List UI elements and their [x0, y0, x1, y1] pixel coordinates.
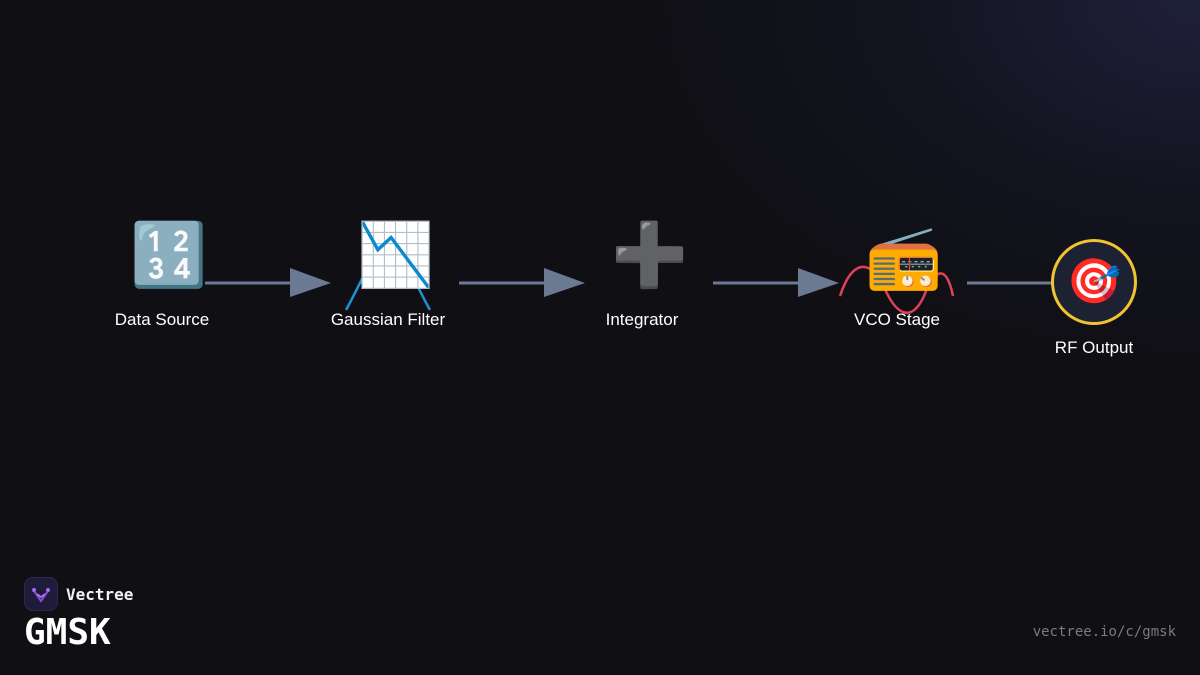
node-label: Integrator [605, 310, 679, 329]
target-icon: 🎯 [1066, 256, 1122, 307]
vco-sine-wave [838, 265, 955, 314]
output-badge: 🎯 [1051, 239, 1137, 325]
arrow-integrator-to-vco [713, 268, 839, 297]
arrow-datasource-to-gaussian [205, 268, 331, 297]
plus-icon: ➕ [611, 218, 689, 291]
brand-name: Vectree [66, 585, 134, 604]
node-label: Data Source [114, 310, 210, 329]
node-label: Gaussian Filter [330, 310, 446, 329]
gaussian-curve [344, 248, 432, 311]
vectree-logo-icon [24, 577, 58, 611]
radio-icon: 📻 [865, 220, 943, 293]
source-url[interactable]: vectree.io/c/gmsk [1032, 624, 1176, 640]
chart-decreasing-icon: 📉 [357, 218, 435, 291]
input-numbers-icon: 🔢 [130, 218, 208, 291]
node-label: VCO Stage [854, 310, 940, 329]
arrow-gaussian-to-integrator [459, 268, 585, 297]
page-title: GMSK [24, 612, 111, 653]
node-label: RF Output [1054, 338, 1134, 357]
